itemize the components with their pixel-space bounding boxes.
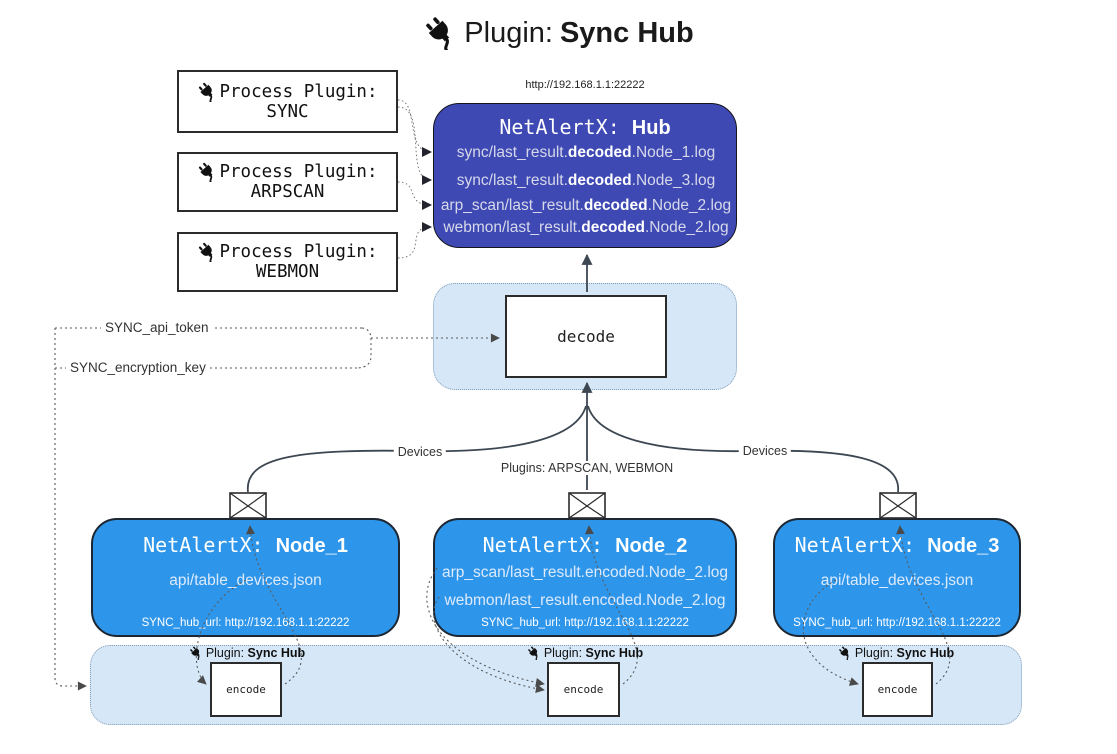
encode-box: encode xyxy=(210,662,282,717)
node-file: webmon/last_result.encoded.Node_2.log xyxy=(444,592,726,609)
hub-title: NetAlertX: Hub xyxy=(499,115,671,139)
hub-url-label: http://192.168.1.1:22222 xyxy=(525,79,645,91)
node-hub-url: SYNC_hub_url: http://192.168.1.1:22222 xyxy=(141,617,350,629)
sync-api-token-label: SYNC_api_token xyxy=(101,320,213,335)
diagram-title: Plugin: Sync Hub xyxy=(0,16,1117,52)
edge-settings-join xyxy=(357,327,372,369)
devices-label-right: Devices xyxy=(738,444,792,458)
edge-sync-to-hub xyxy=(397,99,432,157)
envelope-icon xyxy=(229,492,267,519)
edge-arpscan-to-hub xyxy=(397,181,432,210)
plug-icon xyxy=(197,242,217,263)
process-plugin-label: Process Plugin: xyxy=(219,162,378,182)
node-hub-url: SYNC_hub_url: http://192.168.1.1:22222 xyxy=(481,617,689,629)
node-file: api/table_devices.json xyxy=(169,572,322,589)
node-hub-url: SYNC_hub_url: http://192.168.1.1:22222 xyxy=(793,617,1001,629)
plug-icon xyxy=(527,646,541,661)
title-text: Plugin: xyxy=(464,16,553,49)
title-text-bold: Sync Hub xyxy=(559,16,694,49)
process-plugin-arpscan-box: Process Plugin: ARPSCAN xyxy=(177,152,398,212)
encode-plugin-label: Plugin: Sync Hub xyxy=(838,646,954,661)
encode-plugin-label: Plugin: Sync Hub xyxy=(527,646,643,661)
process-plugin-label: Process Plugin: xyxy=(219,242,378,262)
edge-settings-to-encoders xyxy=(54,328,87,691)
node-file: arp_scan/last_result.encoded.Node_2.log xyxy=(441,564,729,581)
encode-box: encode xyxy=(862,662,933,717)
node-file: api/table_devices.json xyxy=(820,572,974,589)
encode-box: encode xyxy=(547,662,620,717)
hub-log-line: arp_scan/last_result.decoded.Node_2.log xyxy=(440,197,732,214)
node-title: NetAlertX: Node_3 xyxy=(794,533,1000,557)
plugins-label: Plugins: ARPSCAN, WEBMON xyxy=(496,461,678,475)
envelope-icon xyxy=(879,492,917,519)
hub-log-line: sync/last_result.decoded.Node_3.log xyxy=(456,172,716,189)
node-3-box: NetAlertX: Node_3 api/table_devices.json… xyxy=(773,518,1021,637)
plug-icon xyxy=(197,162,217,183)
process-plugin-webmon-box: Process Plugin: WEBMON xyxy=(177,232,398,292)
plug-icon xyxy=(423,16,457,52)
edge-webmon-to-hub xyxy=(397,222,432,259)
edge-sync-to-hub xyxy=(397,106,432,185)
process-plugin-name: WEBMON xyxy=(255,262,320,282)
process-plugin-name: ARPSCAN xyxy=(250,182,325,202)
hub-box: NetAlertX: Hub sync/last_result.decoded.… xyxy=(433,103,737,248)
node-title: NetAlertX: Node_2 xyxy=(482,533,688,557)
decode-box: decode xyxy=(505,295,667,378)
plug-icon xyxy=(197,82,217,103)
plug-icon xyxy=(189,646,203,661)
envelope-icon xyxy=(568,492,606,519)
plug-icon xyxy=(838,646,852,661)
process-plugin-name: SYNC xyxy=(266,101,309,122)
node-title: NetAlertX: Node_1 xyxy=(143,533,348,557)
encode-plugin-label: Plugin: Sync Hub xyxy=(189,646,305,661)
process-plugin-label: Process Plugin: xyxy=(219,81,378,102)
sync-encryption-key-label: SYNC_encryption_key xyxy=(66,360,210,375)
process-plugin-sync-box: Process Plugin: SYNC xyxy=(177,70,398,133)
node-2-box: NetAlertX: Node_2 arp_scan/last_result.e… xyxy=(433,518,737,637)
node-1-box: NetAlertX: Node_1 api/table_devices.json… xyxy=(91,518,400,637)
hub-log-line: webmon/last_result.decoded.Node_2.log xyxy=(443,219,729,236)
devices-label-left: Devices xyxy=(393,445,447,459)
hub-log-line: sync/last_result.decoded.Node_1.log xyxy=(456,144,716,161)
